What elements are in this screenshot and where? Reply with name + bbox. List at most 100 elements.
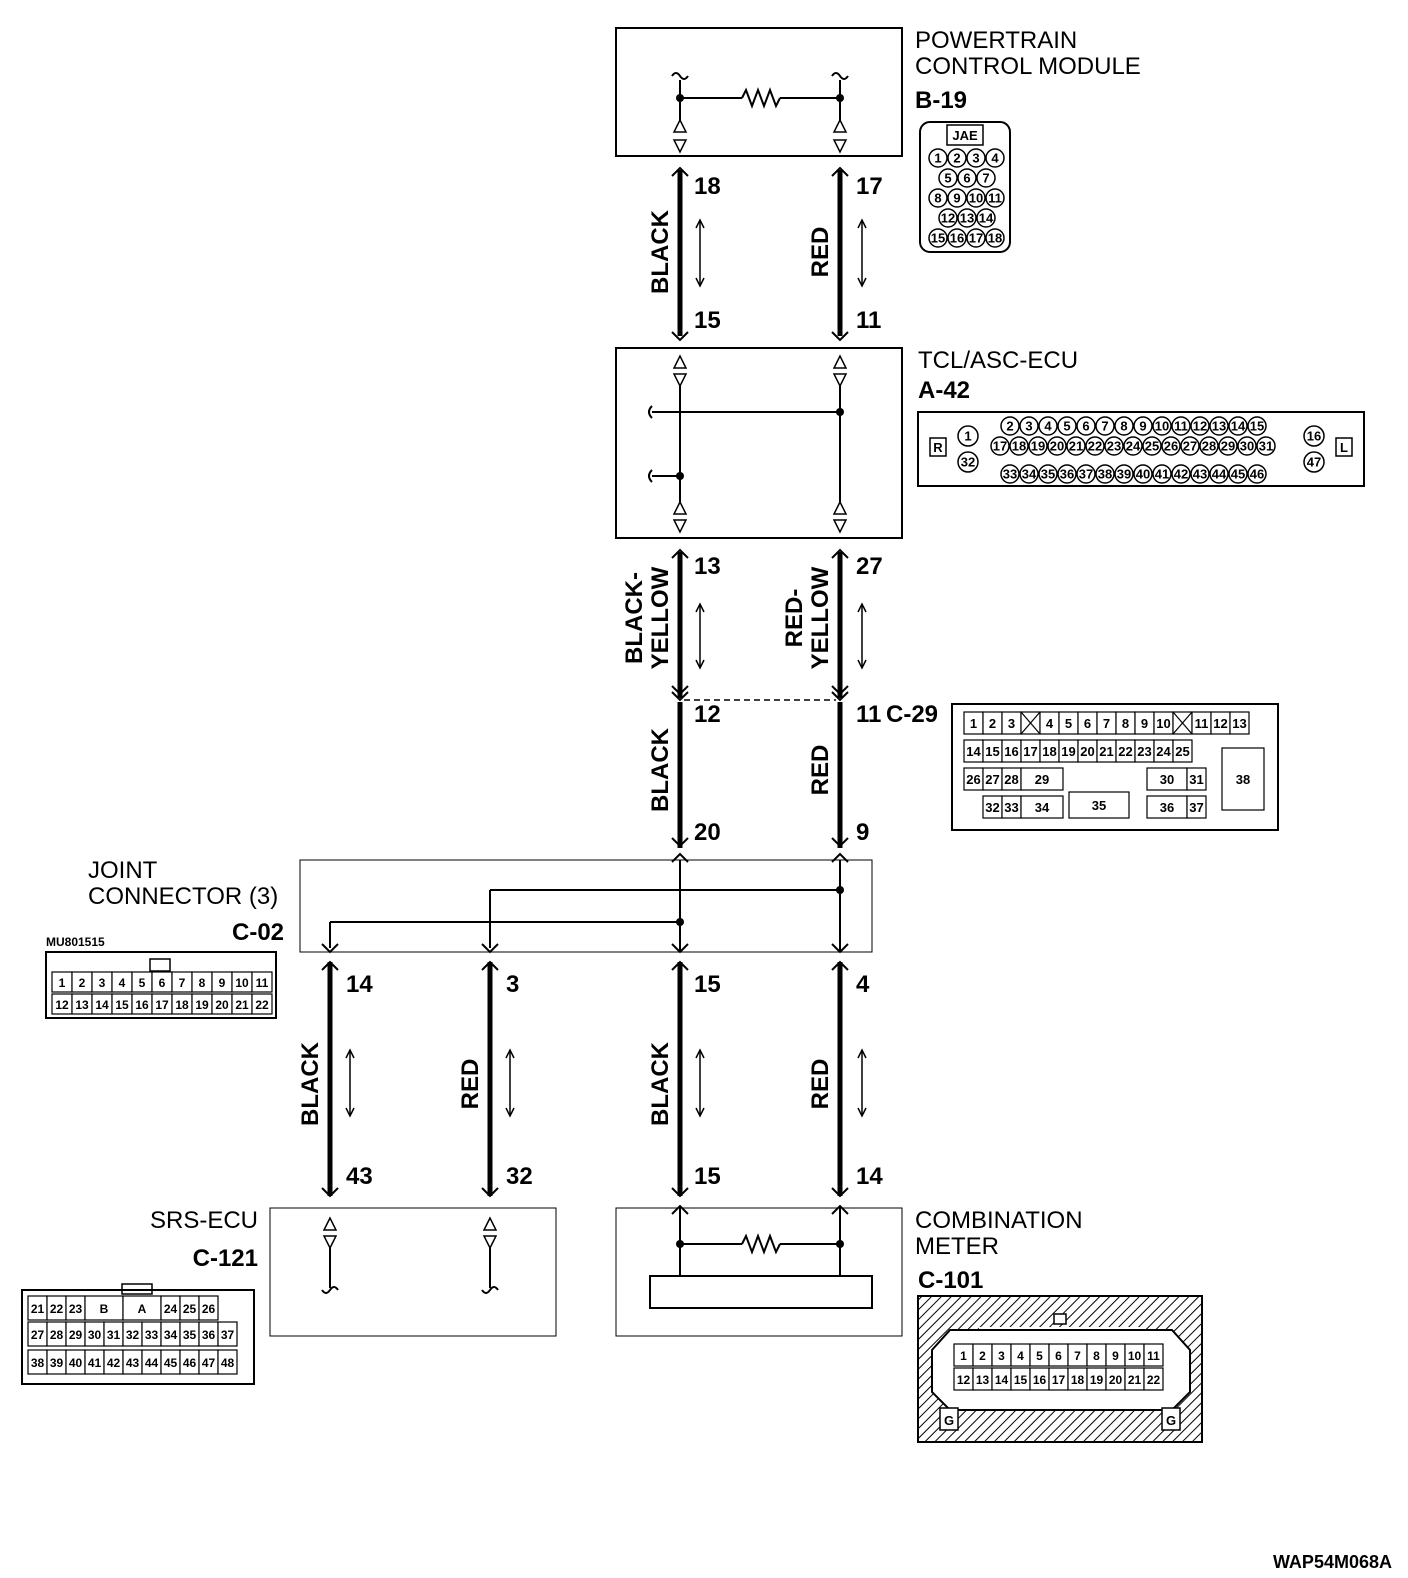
connector-pin (1038, 464, 1058, 484)
meter-block (615, 1207, 903, 1337)
signal-arrow-head (857, 659, 867, 670)
connector-pin-label: 3 (1008, 716, 1015, 731)
connector-pin-label: 30 (1160, 772, 1174, 787)
connector-pin (990, 436, 1010, 456)
connector-pin-label: 34 (1035, 800, 1050, 815)
connector-pin-label: 22 (1118, 744, 1132, 759)
connector-pin (957, 208, 977, 228)
connector-pin-label: 21 (1099, 744, 1113, 759)
connector-pin (957, 425, 979, 447)
connector-pin-label: 39 (1117, 467, 1131, 482)
terminal-chevron (831, 691, 849, 702)
terminal-chevron (831, 1187, 849, 1198)
terminal-chevron (671, 943, 689, 954)
terminal-chevron (671, 691, 689, 702)
connector-pin (217, 1321, 238, 1347)
connector-pin-label: 29 (1221, 439, 1235, 454)
connector-pin-label: 9 (1141, 716, 1148, 731)
connector-pin-label: 20 (1080, 744, 1094, 759)
connector-pin-label: 31 (1259, 439, 1273, 454)
connector-pin-label: 14 (979, 211, 994, 226)
connector-pin (966, 188, 986, 208)
connector-pin-label: 10 (1128, 1349, 1142, 1363)
connector-pin-label: 36 (1060, 467, 1074, 482)
connector-pin-label: 17 (993, 439, 1007, 454)
connector-pin-label: 16 (950, 231, 964, 246)
connector-blank-mark (1020, 711, 1041, 735)
connector-pin-label: 16 (1307, 429, 1321, 444)
connector-pin (947, 228, 967, 248)
connector-pin-label: 40 (69, 1356, 83, 1370)
connector-pin-label: 18 (1012, 439, 1026, 454)
connector-pin (1142, 436, 1162, 456)
connector-pin (1221, 747, 1265, 811)
terminal-chevron (831, 960, 849, 971)
connector-pin (217, 1349, 238, 1375)
connector-pin (1190, 416, 1210, 436)
terminal-chevron (831, 943, 849, 954)
connector-pin-label: 13 (75, 998, 89, 1012)
connector-pin-label: 21 (31, 1302, 45, 1316)
connector-pin (1209, 464, 1229, 484)
pin-srs-b: 32 (506, 1163, 533, 1190)
connector-blank-mark (1172, 711, 1193, 735)
connector-pin-label: 3 (1025, 419, 1032, 434)
terminal-chevron (671, 166, 689, 177)
connector-pin-label: 4 (991, 151, 999, 166)
connector-pin-label: 42 (107, 1356, 121, 1370)
connector-pin-label: 4 (119, 976, 126, 990)
connector-pin-label: 38 (1098, 467, 1112, 482)
connector-pin (1068, 791, 1130, 819)
connector-pin (1228, 416, 1248, 436)
connector-pin-label: 28 (50, 1328, 64, 1342)
pin-c29-a: 12 (694, 701, 721, 728)
connector-pin-label: 47 (202, 1356, 216, 1370)
connector-pin-label: 4 (1044, 419, 1052, 434)
connector-pin-label: 23 (1137, 744, 1151, 759)
connector-pin (1076, 416, 1096, 436)
connector-pin-label: 16 (1033, 1373, 1047, 1387)
signal-arrow-head (505, 1107, 515, 1118)
pin-tcl-top-a: 15 (694, 307, 721, 334)
connector-pin-label: 25 (1145, 439, 1159, 454)
terminal-chevron (671, 685, 689, 696)
connector-pin-label: 24 (1126, 439, 1141, 454)
connector-pin (1085, 436, 1105, 456)
connector-pin-label: 4 (1017, 1349, 1024, 1363)
connector-pin-label: 6 (963, 171, 970, 186)
connector-pin-label: 41 (1155, 467, 1169, 482)
terminal-chevron (831, 166, 849, 177)
connector-pin-label: 44 (145, 1356, 159, 1370)
connector-pin-label: 18 (1071, 1373, 1085, 1387)
connector-pin-label: 37 (1079, 467, 1093, 482)
terminal-chevron (481, 943, 499, 954)
connector-pin-label: 10 (1156, 716, 1170, 731)
terminal-chevron (321, 1187, 339, 1198)
wire-color-seg2-a-line2: YELLOW (647, 566, 674, 669)
connector-pin-label: 32 (985, 800, 999, 815)
connector-pin (985, 148, 1005, 168)
connector-pin (1143, 1343, 1164, 1367)
connector-pin-label: 12 (1193, 419, 1207, 434)
connector-pin-label: 2 (79, 976, 86, 990)
connector-pin-label: 11 (1147, 1349, 1160, 1363)
connector-pin-label: 10 (969, 191, 983, 206)
connector-pin-label: 16 (1004, 744, 1018, 759)
connector-pin (966, 148, 986, 168)
wires (327, 170, 843, 1196)
connector-pin-label: 9 (953, 191, 960, 206)
connector-pin (1019, 464, 1039, 484)
connector-pin-label: 1 (964, 429, 971, 444)
connector-pin (985, 188, 1005, 208)
wire-color-seg1-a: BLACK (647, 209, 674, 294)
terminal-chevron (831, 837, 849, 848)
wire-color-seg4-1: BLACK (297, 1041, 324, 1126)
connector-pin (1133, 416, 1153, 436)
terminal-chevron (671, 1204, 689, 1215)
connector-pin-label: 1 (934, 151, 941, 166)
connector-pin-label: 33 (1003, 467, 1017, 482)
wire-color-seg3-b: RED (807, 745, 834, 796)
connector-pin-label: 13 (1232, 716, 1246, 731)
signal-arrow-head (695, 659, 705, 670)
